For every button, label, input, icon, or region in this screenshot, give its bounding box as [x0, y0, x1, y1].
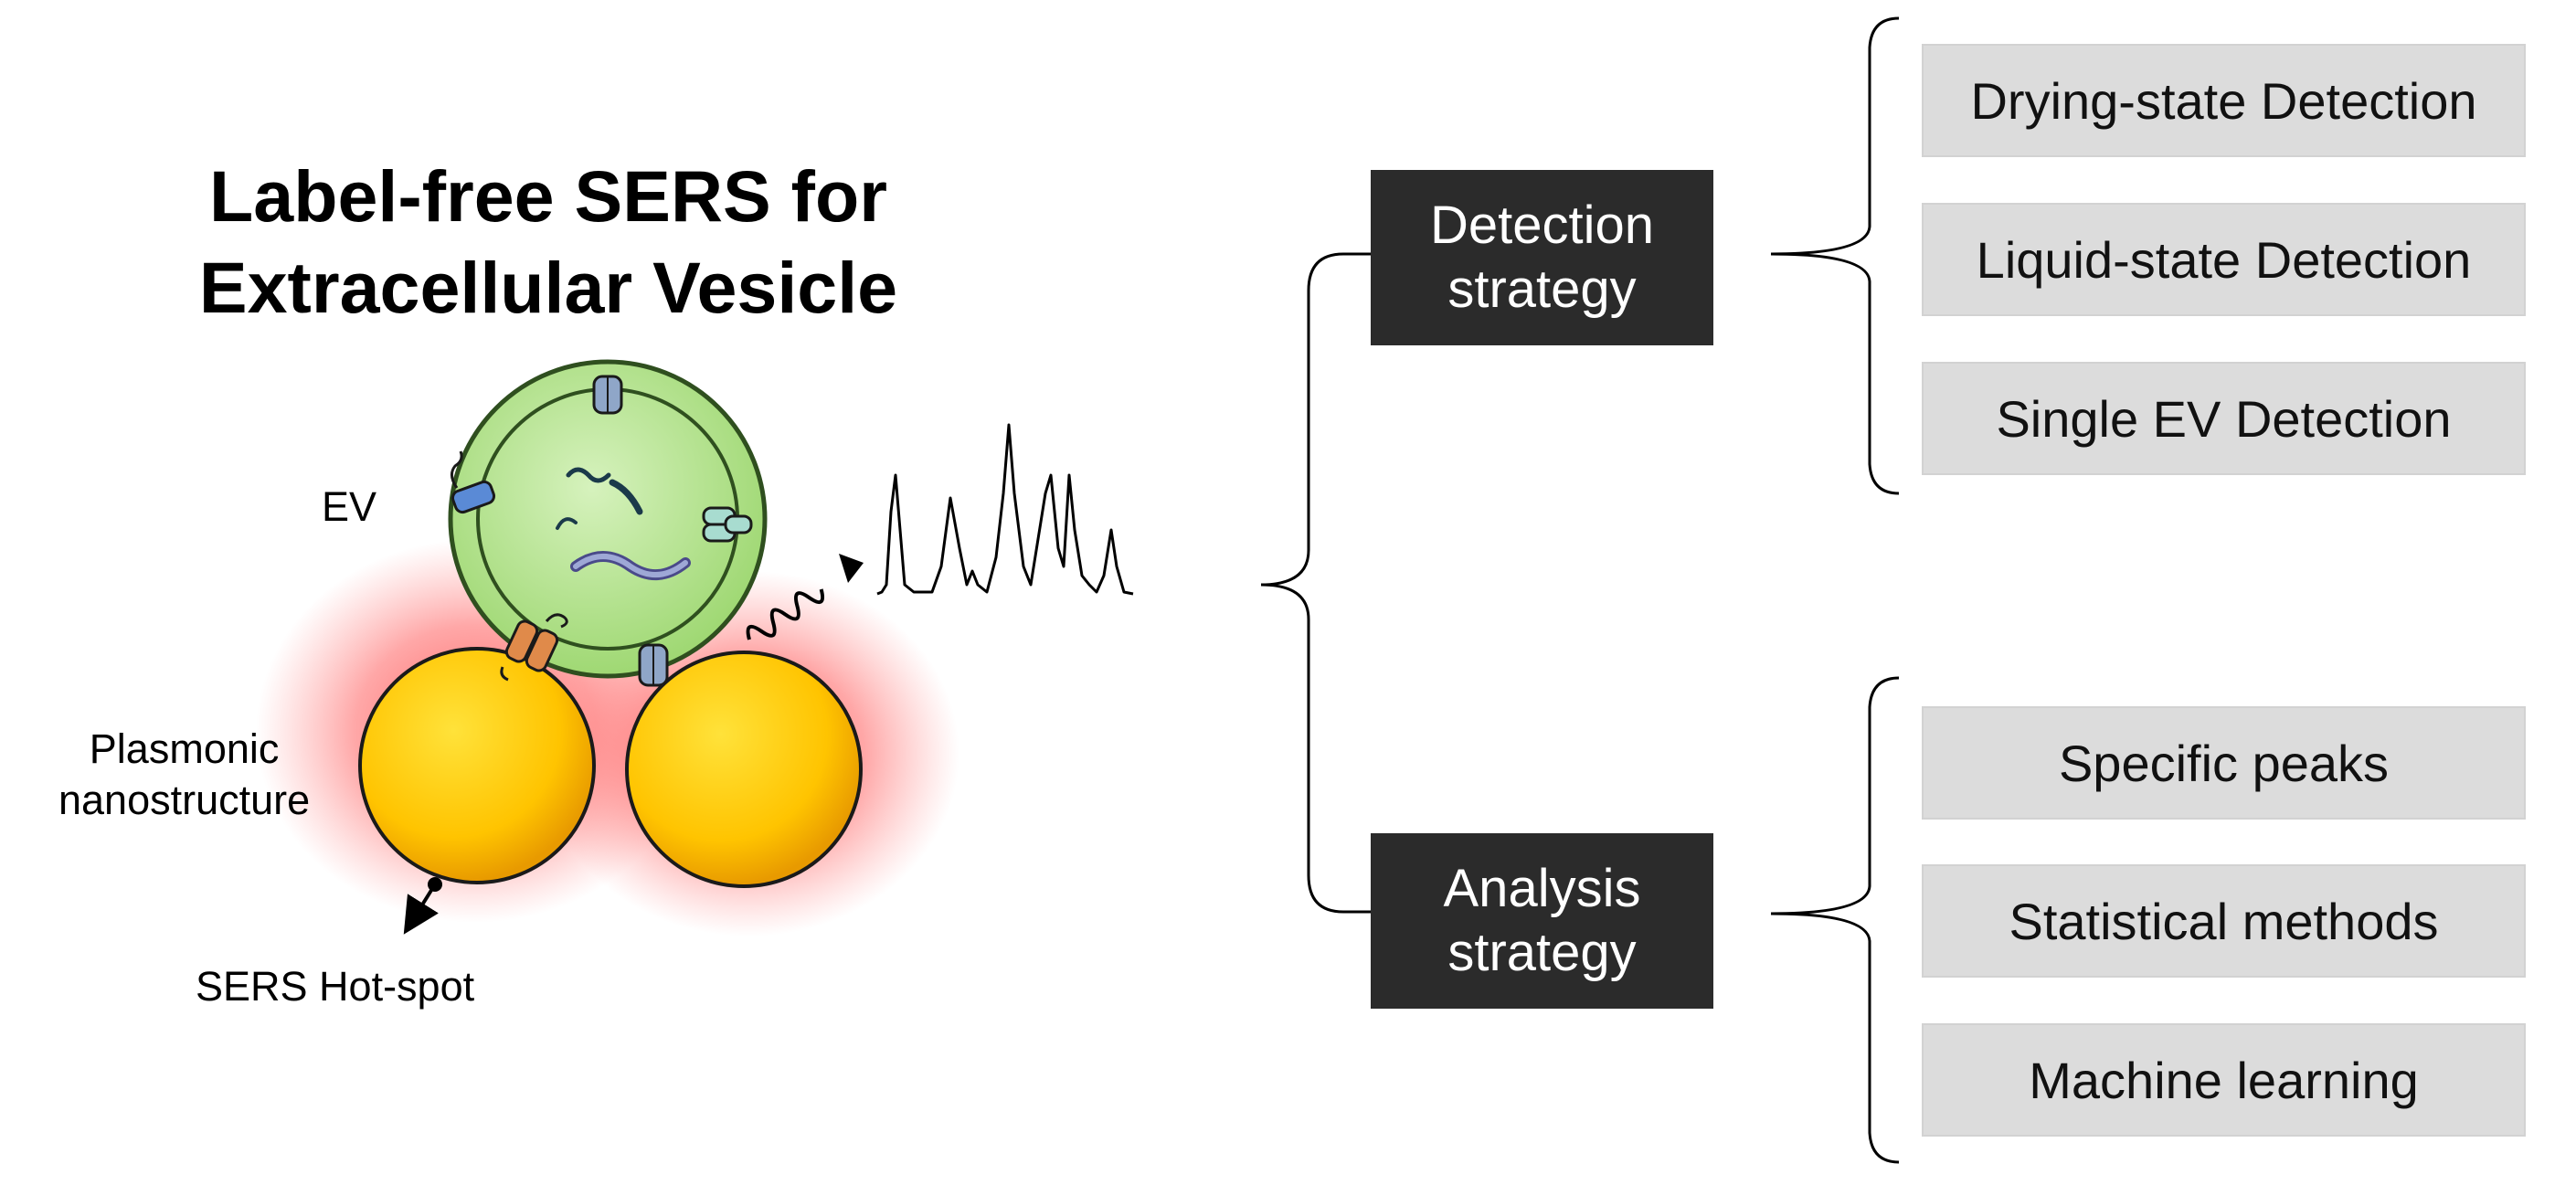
plasmonic-nanostructure-label: Plasmonic nanostructure	[58, 724, 310, 826]
membrane-protein-lower-left-icon	[500, 613, 568, 682]
plasmonic-label-line-2: nanostructure	[58, 777, 311, 823]
ev-label: EV	[322, 483, 377, 530]
extracellular-vesicle	[448, 359, 768, 679]
analysis-strategy-line-1: Analysis	[1443, 859, 1641, 918]
detection-brace	[1770, 16, 1900, 495]
raman-arrowhead-icon	[839, 554, 864, 583]
statistical-methods-box: Statistical methods	[1922, 864, 2526, 978]
specific-peaks-box: Specific peaks	[1922, 706, 2526, 820]
diagram-title: Label-free SERS for Extracellular Vesicl…	[91, 151, 1005, 333]
analysis-strategy-line-2: strategy	[1447, 923, 1637, 982]
liquid-state-detection-box: Liquid-state Detection	[1922, 203, 2526, 316]
detection-strategy-box: Detection strategy	[1371, 170, 1713, 345]
hotspot-arrow	[403, 883, 439, 935]
membrane-protein-left-icon	[451, 450, 496, 514]
membrane-protein-right-icon	[702, 506, 753, 543]
title-line-1: Label-free SERS for	[209, 155, 887, 237]
machine-learning-box: Machine learning	[1922, 1023, 2526, 1137]
detection-strategy-line-1: Detection	[1429, 196, 1655, 255]
drying-state-detection-box: Drying-state Detection	[1922, 44, 2526, 157]
gold-nanoparticle-left	[358, 647, 596, 884]
plasmonic-label-line-1: Plasmonic	[89, 725, 280, 772]
raman-scattering-wave	[746, 588, 825, 640]
analysis-strategy-box: Analysis strategy	[1371, 833, 1713, 1009]
sers-hotspot-label: SERS Hot-spot	[196, 963, 475, 1010]
main-brace	[1260, 252, 1371, 914]
analysis-brace	[1770, 676, 1900, 1164]
membrane-protein-top-icon	[592, 375, 623, 415]
sers-spectrum	[876, 423, 1134, 596]
detection-strategy-line-2: strategy	[1447, 259, 1637, 319]
title-line-2: Extracellular Vesicle	[198, 247, 898, 328]
single-ev-detection-box: Single EV Detection	[1922, 362, 2526, 475]
membrane-protein-bottom-icon	[638, 643, 669, 687]
gold-nanoparticle-right	[625, 651, 863, 888]
